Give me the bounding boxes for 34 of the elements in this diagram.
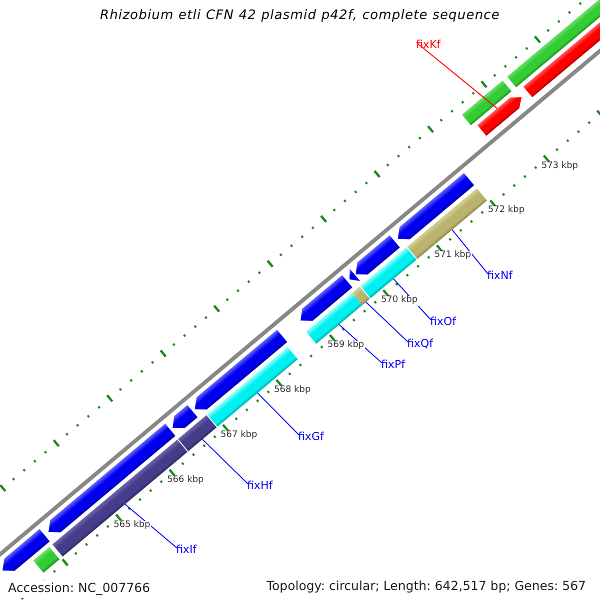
leader-line (257, 392, 300, 436)
gene-label: fixKf (416, 38, 441, 51)
scale-label: 566 kbp (166, 476, 205, 486)
summary-label: Topology: circular; Length: 642,517 bp; Genes: 567 (266, 577, 587, 596)
title: Rhizobium etli CFN 42 plasmid p42f, complete sequence (98, 9, 502, 24)
gene-feature (407, 188, 488, 260)
gene-label: fixIf (176, 543, 197, 556)
scale-label: 571 kbp (433, 251, 472, 262)
scale-label: 573 kbp (540, 162, 580, 172)
scale-label: 572 kbp (486, 206, 526, 216)
gene-label: fixQf (407, 337, 433, 350)
gene-feature (33, 546, 60, 573)
gene-label: fixNf (487, 269, 513, 282)
leader-line (416, 42, 498, 109)
gene-feature (507, 0, 600, 88)
scale-label: 569 kbp (326, 341, 366, 351)
leader-line (452, 229, 488, 274)
gene-feature (172, 405, 198, 428)
leader-line (202, 438, 248, 484)
scale-label: 567 kbp (220, 430, 258, 441)
gene-feature (462, 80, 512, 126)
gene-label: fixPf (381, 358, 405, 371)
scale-label: 568 kbp (273, 386, 312, 396)
leader-line (338, 324, 382, 364)
gene-feature (477, 97, 522, 136)
leader-line (124, 504, 178, 548)
gene-label: fixGf (298, 430, 324, 443)
gene-feature (356, 235, 400, 275)
scale-label: 570 kbp (380, 296, 419, 306)
gene-label: fixOf (430, 315, 456, 328)
gene-feature (300, 275, 352, 321)
scale-label: 565 kbp (112, 520, 152, 530)
gene-feature (398, 172, 474, 240)
gene-label: fixHf (247, 479, 273, 492)
